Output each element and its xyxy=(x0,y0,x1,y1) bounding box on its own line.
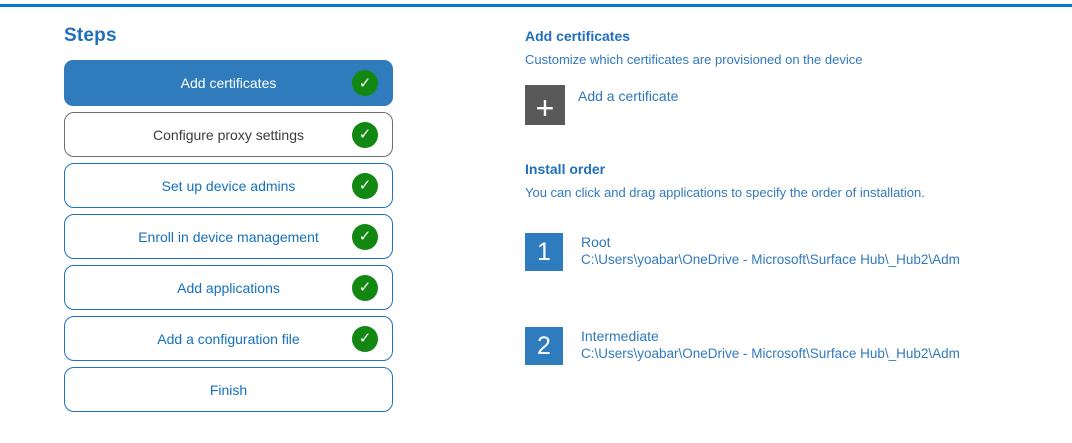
order-number-badge: 1 xyxy=(525,233,563,271)
order-number-badge: 2 xyxy=(525,327,563,365)
step-configure-proxy-settings[interactable]: Configure proxy settings ✓ xyxy=(64,112,393,157)
install-order-item-root[interactable]: 1 Root C:\Users\yoabar\OneDrive - Micros… xyxy=(525,233,1072,271)
steps-title: Steps xyxy=(64,25,117,46)
add-certificate-button[interactable]: + Add a certificate xyxy=(525,85,1072,125)
install-order-subtitle: You can click and drag applications to s… xyxy=(525,185,925,200)
check-glyph: ✓ xyxy=(358,279,372,296)
main-content-panel: Add certificates Customize which certifi… xyxy=(525,28,1072,365)
step-label: Add certificates xyxy=(180,75,277,91)
check-icon: ✓ xyxy=(352,325,378,352)
certificate-path: C:\Users\yoabar\OneDrive - Microsoft\Sur… xyxy=(581,252,960,267)
step-label: Finish xyxy=(209,381,248,398)
step-add-a-configuration-file[interactable]: Add a configuration file ✓ xyxy=(64,316,393,361)
check-glyph: ✓ xyxy=(358,330,372,347)
step-label: Set up device admins xyxy=(161,177,296,194)
check-icon: ✓ xyxy=(352,172,378,199)
step-set-up-device-admins[interactable]: Set up device admins ✓ xyxy=(64,163,393,208)
certificate-name: Root xyxy=(581,234,611,250)
plus-icon[interactable]: + xyxy=(525,85,565,125)
step-add-applications[interactable]: Add applications ✓ xyxy=(64,265,393,310)
certificate-path: C:\Users\yoabar\OneDrive - Microsoft\Sur… xyxy=(581,346,960,361)
check-icon: ✓ xyxy=(352,121,378,148)
install-order-title: Install order xyxy=(525,161,606,177)
step-label: Add a configuration file xyxy=(157,330,300,347)
page-subtitle: Customize which certificates are provisi… xyxy=(525,52,863,67)
check-icon: ✓ xyxy=(352,223,378,250)
certificate-name: Intermediate xyxy=(581,328,659,344)
check-glyph: ✓ xyxy=(358,177,372,194)
steps-sidebar: Steps Add certificates ✓ Configure proxy… xyxy=(64,25,395,418)
step-add-certificates[interactable]: Add certificates ✓ xyxy=(64,60,393,106)
step-label: Configure proxy settings xyxy=(153,126,304,143)
add-certificate-label: Add a certificate xyxy=(578,88,679,104)
check-glyph: ✓ xyxy=(358,126,372,143)
step-enroll-in-device-management[interactable]: Enroll in device management ✓ xyxy=(64,214,393,259)
step-label: Enroll in device management xyxy=(138,228,319,245)
step-finish[interactable]: Finish xyxy=(64,367,393,412)
check-glyph: ✓ xyxy=(358,228,372,245)
check-icon: ✓ xyxy=(352,274,378,301)
plus-glyph: + xyxy=(535,90,555,126)
install-order-item-intermediate[interactable]: 2 Intermediate C:\Users\yoabar\OneDrive … xyxy=(525,327,1072,365)
item-text: Root C:\Users\yoabar\OneDrive - Microsof… xyxy=(581,234,960,269)
item-text: Intermediate C:\Users\yoabar\OneDrive - … xyxy=(581,328,960,363)
top-accent-line xyxy=(0,4,1072,7)
page-title: Add certificates xyxy=(525,28,631,44)
check-icon: ✓ xyxy=(352,70,378,96)
step-label: Add applications xyxy=(177,279,280,296)
check-glyph: ✓ xyxy=(358,74,372,92)
